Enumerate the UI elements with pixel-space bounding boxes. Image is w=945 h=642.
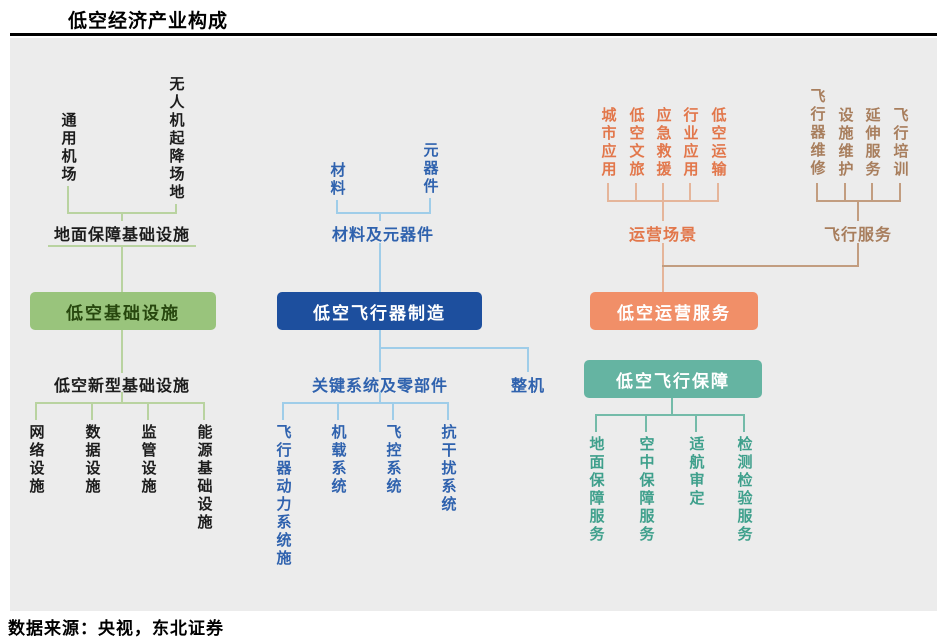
connector-line — [121, 212, 123, 221]
connector-line — [447, 402, 449, 420]
node-aircraft-maintenance: 飞行器维修 — [808, 88, 827, 178]
node-low-altitude-tourism: 低空文旅 — [627, 107, 646, 179]
connector-line — [91, 402, 93, 420]
node-emergency-rescue: 应急救援 — [654, 107, 673, 179]
label-key-systems-and-parts: 关键系统及零部件 — [311, 376, 449, 395]
node-airworthiness-certification: 适航审定 — [687, 436, 706, 508]
node-airborne-systems: 机载系统 — [329, 424, 348, 496]
connector-line — [743, 414, 745, 432]
node-anti-interference-systems: 抗干扰系统 — [439, 424, 458, 514]
connector-line — [379, 212, 381, 221]
node-urban-application: 城市应用 — [599, 107, 618, 179]
label-new-type-infrastructure: 低空新型基础设施 — [53, 376, 191, 395]
node-propulsion-system: 飞行器动力系统施 — [274, 424, 293, 568]
node-testing-inspection-service: 检测检验服务 — [735, 436, 754, 544]
node-data-facilities: 数据设施 — [83, 424, 102, 496]
node-flight-training: 飞行培训 — [891, 107, 910, 179]
connector-line — [121, 392, 123, 402]
connector-line — [595, 414, 745, 416]
label-materials-and-components: 材料及元器件 — [331, 225, 435, 244]
connector-line — [689, 183, 691, 200]
data-source: 数据来源：央视，东北证券 — [8, 619, 224, 639]
connector-line — [857, 243, 859, 267]
node-facility-upkeep: 设施维护 — [836, 107, 855, 179]
connector-line — [844, 183, 846, 200]
connector-line — [645, 414, 647, 432]
connector-line — [595, 414, 597, 432]
connector-line — [67, 186, 69, 212]
connector-line — [175, 204, 177, 212]
box-operation-services: 低空运营服务 — [590, 292, 758, 330]
connector-line — [121, 245, 123, 292]
node-air-support-service: 空中保障服务 — [637, 436, 656, 544]
box-flight-support: 低空飞行保障 — [584, 360, 762, 398]
connector-line — [662, 243, 664, 292]
connector-line — [662, 265, 859, 267]
node-regulatory-facilities: 监管设施 — [139, 424, 158, 496]
connector-line — [379, 330, 381, 372]
node-industry-application: 行业应用 — [681, 107, 700, 179]
page-title: 低空经济产业构成 — [68, 10, 229, 32]
connector-line — [337, 402, 339, 420]
node-low-altitude-transport: 低空运输 — [709, 107, 728, 179]
connector-line — [282, 402, 449, 404]
connector-line — [35, 402, 205, 404]
connector-line — [871, 183, 873, 200]
connector-line — [899, 183, 901, 200]
node-energy-infrastructure: 能源基础设施 — [195, 424, 214, 532]
connector-line — [379, 243, 381, 292]
label-flight-services: 飞行服务 — [823, 225, 893, 244]
connector-line — [695, 414, 697, 432]
connector-line — [635, 183, 637, 200]
connector-line — [379, 392, 381, 402]
box-aircraft-manufacturing: 低空飞行器制造 — [277, 292, 482, 330]
title-underline — [10, 33, 937, 36]
connector-line — [429, 198, 431, 212]
node-network-facilities: 网络设施 — [27, 424, 46, 496]
connector-line — [121, 330, 123, 373]
connector-line — [671, 398, 673, 414]
connector-line — [35, 402, 37, 420]
node-ground-support-service: 地面保障服务 — [587, 436, 606, 544]
label-complete-aircraft: 整机 — [510, 376, 546, 395]
label-ground-support-infrastructure: 地面保障基础设施 — [53, 225, 191, 244]
connector-line — [147, 402, 149, 420]
connector-line — [857, 200, 859, 221]
connector-line — [336, 212, 431, 214]
box-low-altitude-infrastructure: 低空基础设施 — [30, 292, 216, 330]
connector-line — [203, 402, 205, 420]
connector-line — [717, 183, 719, 200]
connector-line — [607, 183, 609, 200]
connector-line — [282, 402, 284, 420]
connector-line — [816, 183, 818, 200]
label-operation-scenarios: 运营场景 — [628, 225, 698, 244]
node-components: 元器件 — [421, 142, 440, 196]
node-uav-takeoff-landing-site: 无人机起降场地 — [167, 76, 186, 202]
connector-line — [662, 183, 664, 200]
connector-line — [662, 200, 664, 221]
node-general-airport: 通用机场 — [59, 112, 78, 184]
connector-line — [336, 200, 338, 212]
node-materials: 材料 — [328, 162, 347, 198]
connector-line — [379, 347, 529, 349]
connector-line — [527, 347, 529, 372]
node-extended-services: 延伸服务 — [863, 107, 882, 179]
connector-line — [392, 402, 394, 420]
node-flight-control-systems: 飞控系统 — [384, 424, 403, 496]
